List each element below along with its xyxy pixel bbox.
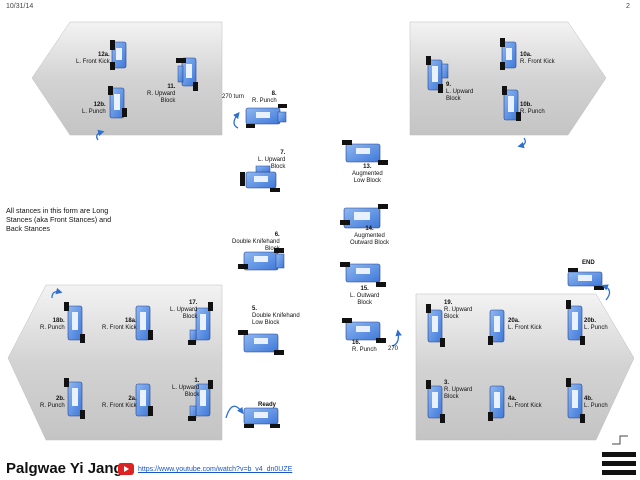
figure-7 [240, 165, 280, 192]
move-20a-label: 20a.L. Front Kick [508, 318, 542, 331]
stair-icon [612, 435, 628, 445]
figure-2a [135, 383, 153, 417]
figure-8 [233, 104, 287, 129]
figure-12a [110, 40, 127, 70]
figure-4a [488, 385, 505, 421]
form-title: Palgwae Yi Jang [6, 460, 123, 477]
move-5-label: 5.Double Knifehand Low Block [252, 306, 300, 326]
figure-12b [96, 86, 127, 141]
move-20b-label: 20b.L. Punch [584, 318, 608, 331]
panel-top-right [409, 21, 607, 136]
move-4b-label: 4b.L. Punch [584, 396, 608, 409]
figure-15 [340, 262, 386, 287]
move-16-label: 16.R. Punch [352, 340, 377, 353]
header-page-number: 2 [626, 3, 630, 10]
move-18a-label: 18a.R. Front Kick [102, 318, 137, 331]
move-17-label: 17.L. Upward Block [170, 300, 198, 320]
panel-bottom-left [7, 284, 223, 441]
figure-3 [426, 380, 445, 423]
move-2a-label: 2a.R. Front Kick [102, 396, 137, 409]
move-12a-label: 12a.L. Front Kick [76, 52, 110, 65]
figure-ready [225, 405, 280, 428]
move-19-label: 19.R. Upward Block [444, 300, 473, 320]
figure-end [567, 268, 611, 301]
move-14-label: 14.Augmented Outward Block [350, 226, 390, 246]
video-link[interactable]: https://www.youtube.com/watch?v=b_v4_dn0… [138, 466, 293, 473]
figure-1 [188, 380, 213, 421]
move-4a-label: 4a.L. Front Kick [508, 396, 542, 409]
move-10b-label: 10b.R. Punch [520, 102, 545, 115]
move-1-label: 1.L. Upward Block [172, 378, 200, 398]
figure-18b [51, 287, 85, 343]
figure-2b [64, 378, 85, 419]
figure-17 [188, 302, 213, 345]
move-8-label: 8.R. Punch [252, 91, 277, 104]
stances-note: All stances in this form are Long Stance… [6, 206, 112, 233]
figure-14 [340, 204, 388, 229]
move-11-label: 11.R. Upward Block [147, 84, 176, 104]
move-7-label: 7.L. Upward Block [258, 150, 286, 170]
figure-13 [342, 140, 388, 165]
move-15-label: 15.L. Outward Block [350, 286, 380, 306]
move-6-label: 6.Double Knifehand Block [232, 232, 280, 252]
turn-270b-label: 270 [388, 346, 399, 352]
end-label: END [582, 260, 595, 266]
move-10a-label: 10a.R. Front Kick [520, 52, 555, 65]
move-18b-label: 18b.R. Punch [40, 318, 65, 331]
figure-20a [488, 309, 505, 345]
move-9-label: 9.L. Upward Block [446, 82, 474, 102]
move-13-label: 13.Augmented Low Block [352, 164, 383, 184]
figure-10a [500, 38, 517, 70]
figure-20b [566, 300, 585, 345]
move-12b-label: 12b.L. Punch [82, 102, 106, 115]
figure-11 [176, 57, 198, 91]
header-date: 10/31/14 [6, 3, 34, 10]
figure-16 [342, 318, 402, 347]
panel-top-left [31, 21, 223, 136]
ready-label: Ready [258, 402, 277, 408]
figure-19 [426, 304, 445, 347]
trigram-icon [602, 452, 636, 475]
turn-270-label: 270 turn [222, 94, 245, 100]
figure-10b [502, 86, 526, 149]
move-3-label: 3.R. Upward Block [444, 380, 473, 400]
figure-9 [426, 56, 449, 93]
figure-4b [566, 378, 585, 423]
figure-5 [238, 330, 284, 355]
figure-6 [238, 248, 285, 271]
youtube-icon[interactable] [118, 463, 134, 475]
figure-18a [135, 305, 153, 341]
move-2b-label: 2b.R. Punch [40, 396, 65, 409]
